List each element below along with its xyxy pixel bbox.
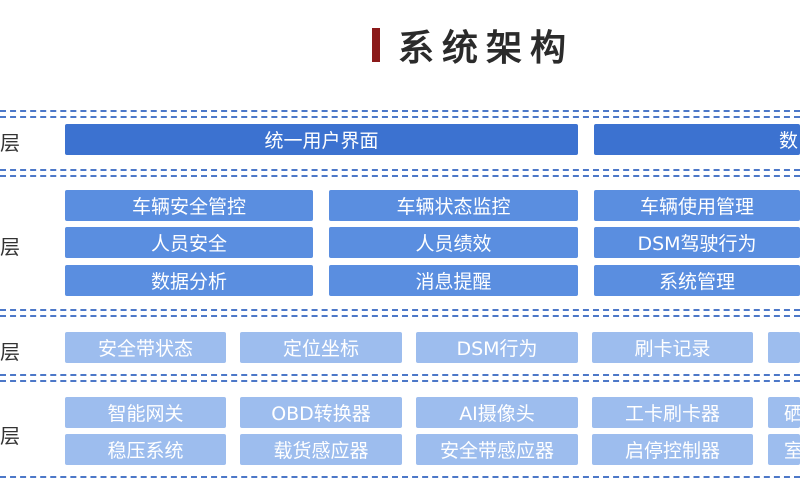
app-box-message-reminder: 消息提醒 bbox=[329, 265, 578, 296]
layer-label-ui: 层 bbox=[0, 131, 20, 155]
app-box-dsm-driving: DSM驾驶行为 bbox=[594, 227, 800, 258]
device-box-cargo-sensor: 载货感应器 bbox=[240, 434, 402, 465]
device-box-smart-gateway: 智能网关 bbox=[65, 397, 226, 428]
device-box-obd-converter: OBD转换器 bbox=[240, 397, 402, 428]
layer-label-data: 层 bbox=[0, 340, 20, 364]
app-box-personnel-safety: 人员安全 bbox=[65, 227, 313, 258]
separator-line bbox=[0, 315, 800, 317]
app-box-data-analysis: 数据分析 bbox=[65, 265, 313, 296]
title-accent-bar bbox=[372, 28, 380, 62]
data-box-dsm-behavior: DSM行为 bbox=[416, 332, 578, 363]
layer-label-application: 层 bbox=[0, 235, 20, 259]
device-box-seatbelt-sensor: 安全带感应器 bbox=[416, 434, 578, 465]
diagram-title: 系统架构 bbox=[372, 22, 575, 69]
separator-line bbox=[0, 374, 800, 376]
device-box-partial-2: 室 bbox=[768, 434, 800, 465]
app-box-personnel-performance: 人员绩效 bbox=[329, 227, 578, 258]
separator-line bbox=[0, 110, 800, 112]
separator-line bbox=[0, 116, 800, 118]
app-box-vehicle-status: 车辆状态监控 bbox=[329, 190, 578, 221]
device-box-card-reader: 工卡刷卡器 bbox=[592, 397, 753, 428]
device-box-start-stop-controller: 启停控制器 bbox=[592, 434, 753, 465]
data-box-seatbelt-status: 安全带状态 bbox=[65, 332, 226, 363]
device-box-ai-camera: AI摄像头 bbox=[416, 397, 578, 428]
ui-box-unified-interface: 统一用户界面 bbox=[65, 124, 578, 155]
separator-line bbox=[0, 380, 800, 382]
app-box-vehicle-safety: 车辆安全管控 bbox=[65, 190, 313, 221]
data-box-partial bbox=[768, 332, 800, 363]
separator-line bbox=[0, 169, 800, 171]
separator-line bbox=[0, 476, 800, 478]
separator-line bbox=[0, 309, 800, 311]
app-box-vehicle-usage: 车辆使用管理 bbox=[594, 190, 800, 221]
separator-line bbox=[0, 175, 800, 177]
ui-box-data: 数 bbox=[594, 124, 800, 155]
data-box-location: 定位坐标 bbox=[240, 332, 402, 363]
device-box-partial-1: 硒 bbox=[768, 397, 800, 428]
layer-label-device: 层 bbox=[0, 424, 20, 448]
title-text: 系统架构 bbox=[398, 28, 575, 69]
app-box-system-management: 系统管理 bbox=[594, 265, 800, 296]
data-box-card-records: 刷卡记录 bbox=[592, 332, 753, 363]
device-box-voltage-regulator: 稳压系统 bbox=[65, 434, 226, 465]
